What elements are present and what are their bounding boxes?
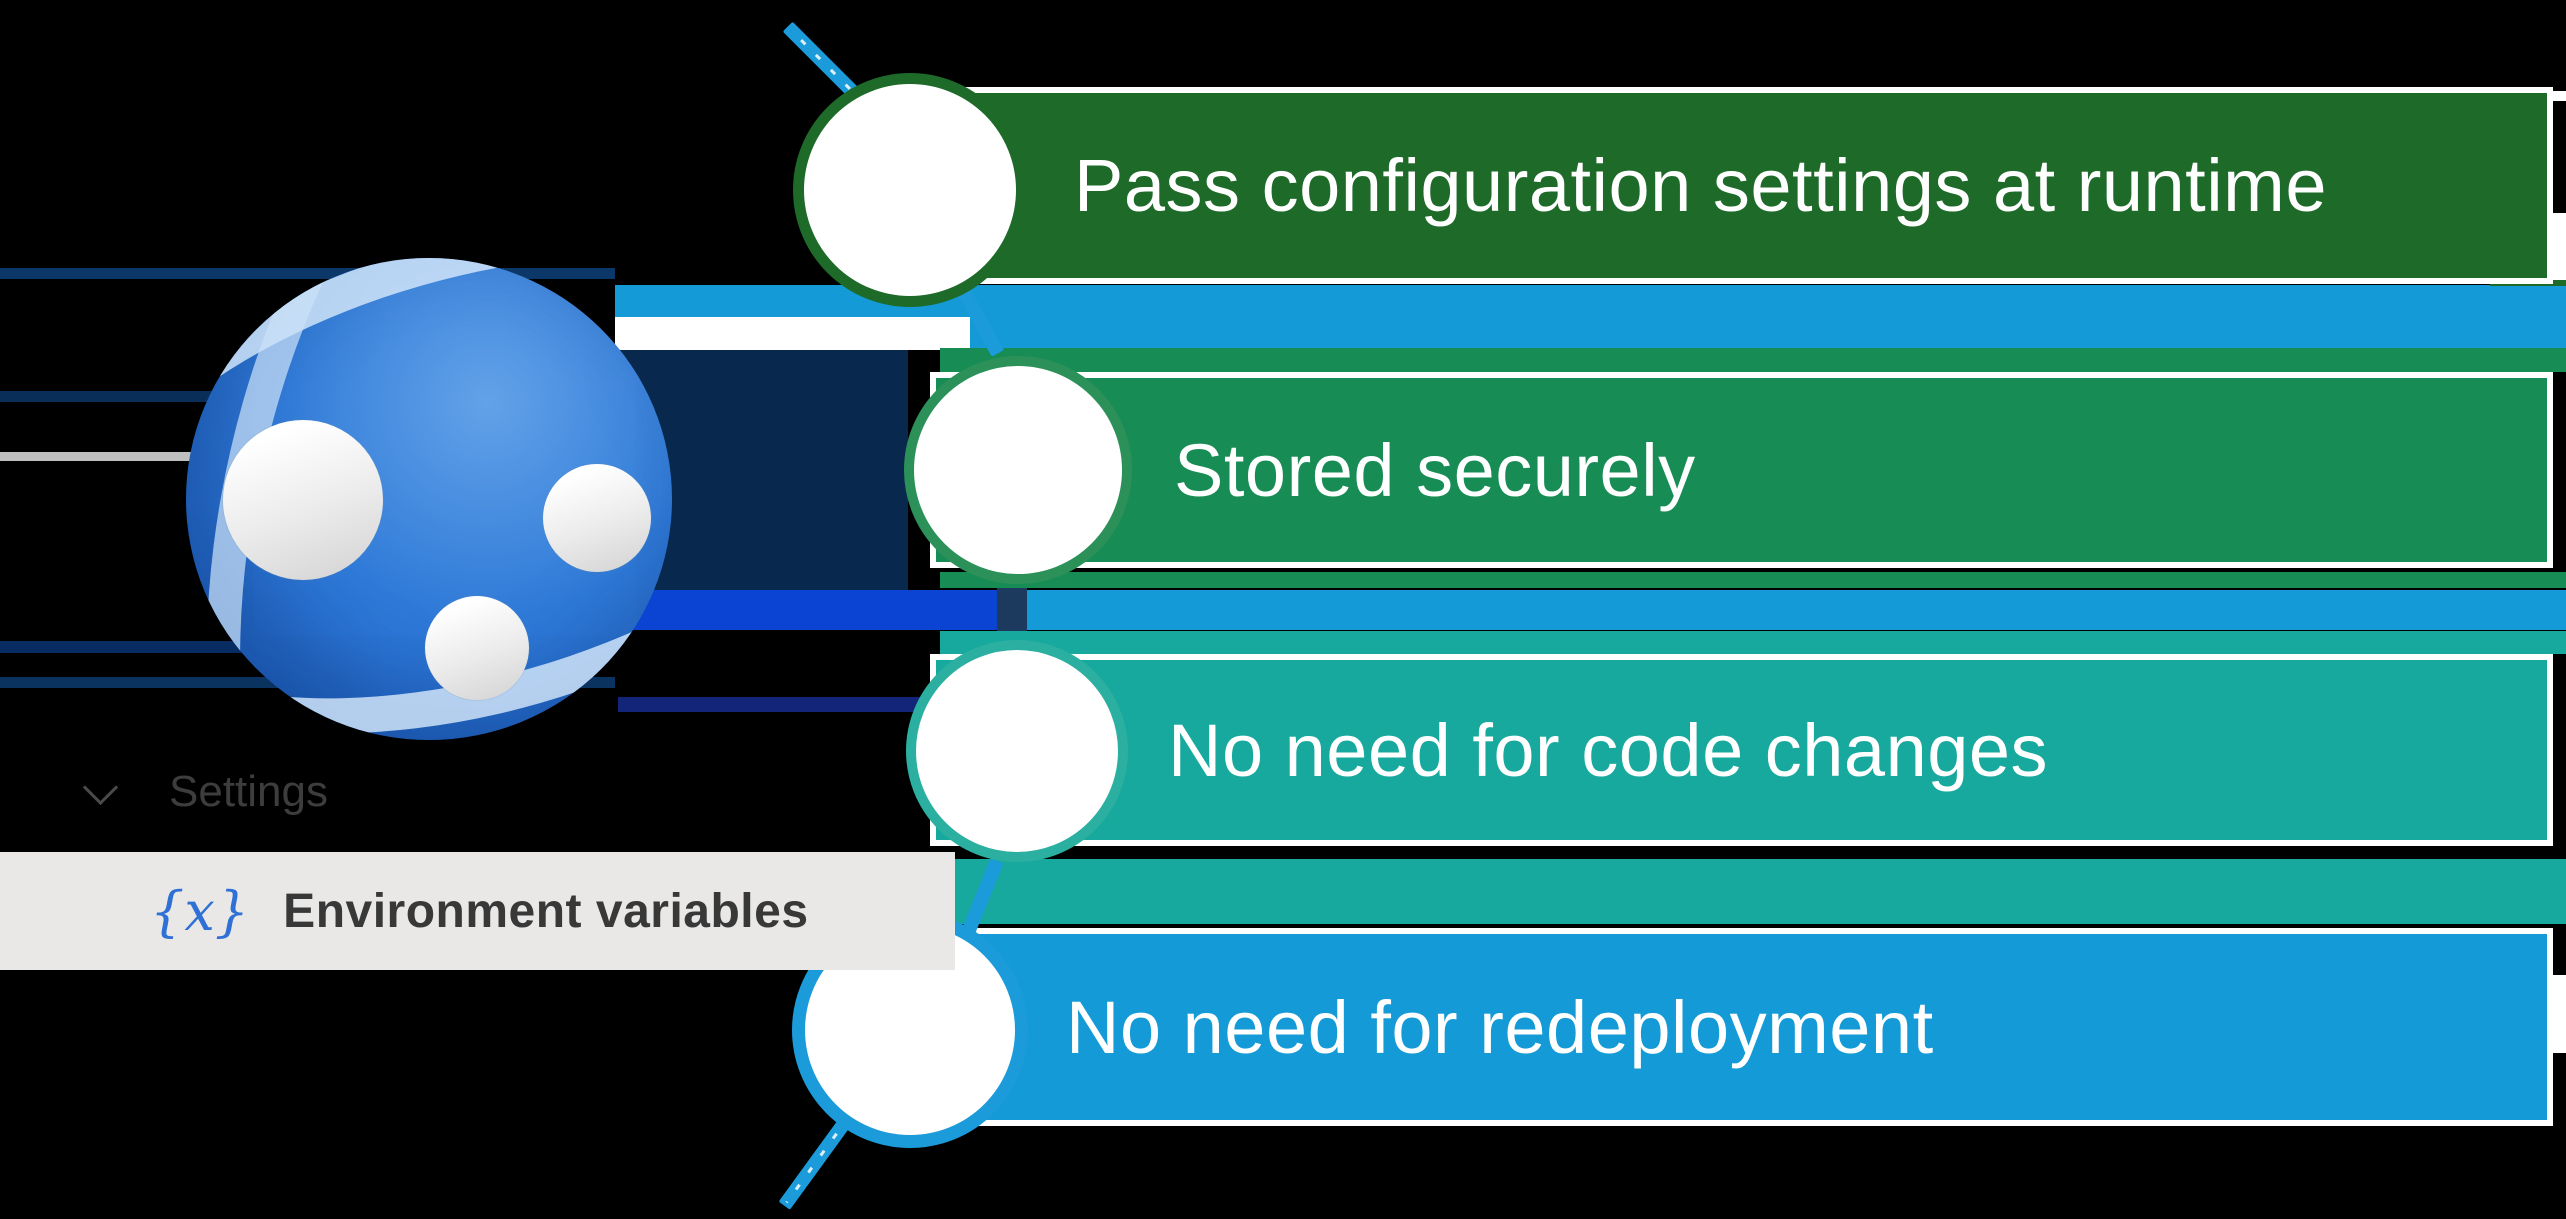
artifact-haze	[618, 697, 960, 712]
braces-x-icon: {x}	[150, 879, 250, 943]
benefit-bar-3: No need for code changes	[930, 654, 2553, 846]
globe-node	[223, 420, 383, 580]
right-edge-sliver	[2553, 213, 2566, 280]
ribbon-strip-royal	[615, 590, 997, 630]
benefit-bar-4-label: No need for redeployment	[1066, 985, 1934, 1069]
echo-strip-green	[940, 348, 2566, 372]
environment-variables-label: Environment variables	[283, 884, 809, 938]
globe-node	[543, 464, 651, 572]
artifact-streak	[0, 268, 615, 279]
chevron-down-icon	[82, 769, 119, 805]
sidebar-item-environment-variables[interactable]: {x} Environment variables	[0, 852, 955, 970]
echo-strip-teal	[952, 859, 2566, 924]
ribbon-strip-highlight	[615, 317, 970, 350]
benefit-bar-2-label: Stored securely	[1174, 428, 1696, 512]
benefit-bar-2: Stored securely	[930, 372, 2553, 568]
connector-cross-block	[997, 588, 1027, 632]
benefit-bar-1: Pass configuration settings at runtime	[930, 87, 2553, 284]
dashed-diagonal-line-bottom	[778, 1114, 854, 1210]
settings-label: Settings	[169, 767, 328, 816]
echo-strip-teal	[940, 631, 2566, 654]
benefit-bar-1-label: Pass configuration settings at runtime	[1074, 144, 2327, 227]
echo-strip-green	[940, 572, 2566, 588]
sidebar-item-settings[interactable]: Settings	[0, 762, 328, 822]
azure-app-service-globe-icon	[186, 258, 672, 740]
benefit-bar-3-label: No need for code changes	[1168, 708, 2049, 792]
benefit-bar-4: No need for redeployment	[930, 928, 2553, 1126]
right-edge-sliver	[2553, 975, 2566, 1053]
right-edge-sliver	[2553, 91, 2566, 101]
milestone-circle-3	[906, 640, 1128, 862]
milestone-circle-1	[793, 73, 1027, 307]
globe-node	[425, 596, 529, 700]
milestone-circle-2	[904, 356, 1132, 584]
